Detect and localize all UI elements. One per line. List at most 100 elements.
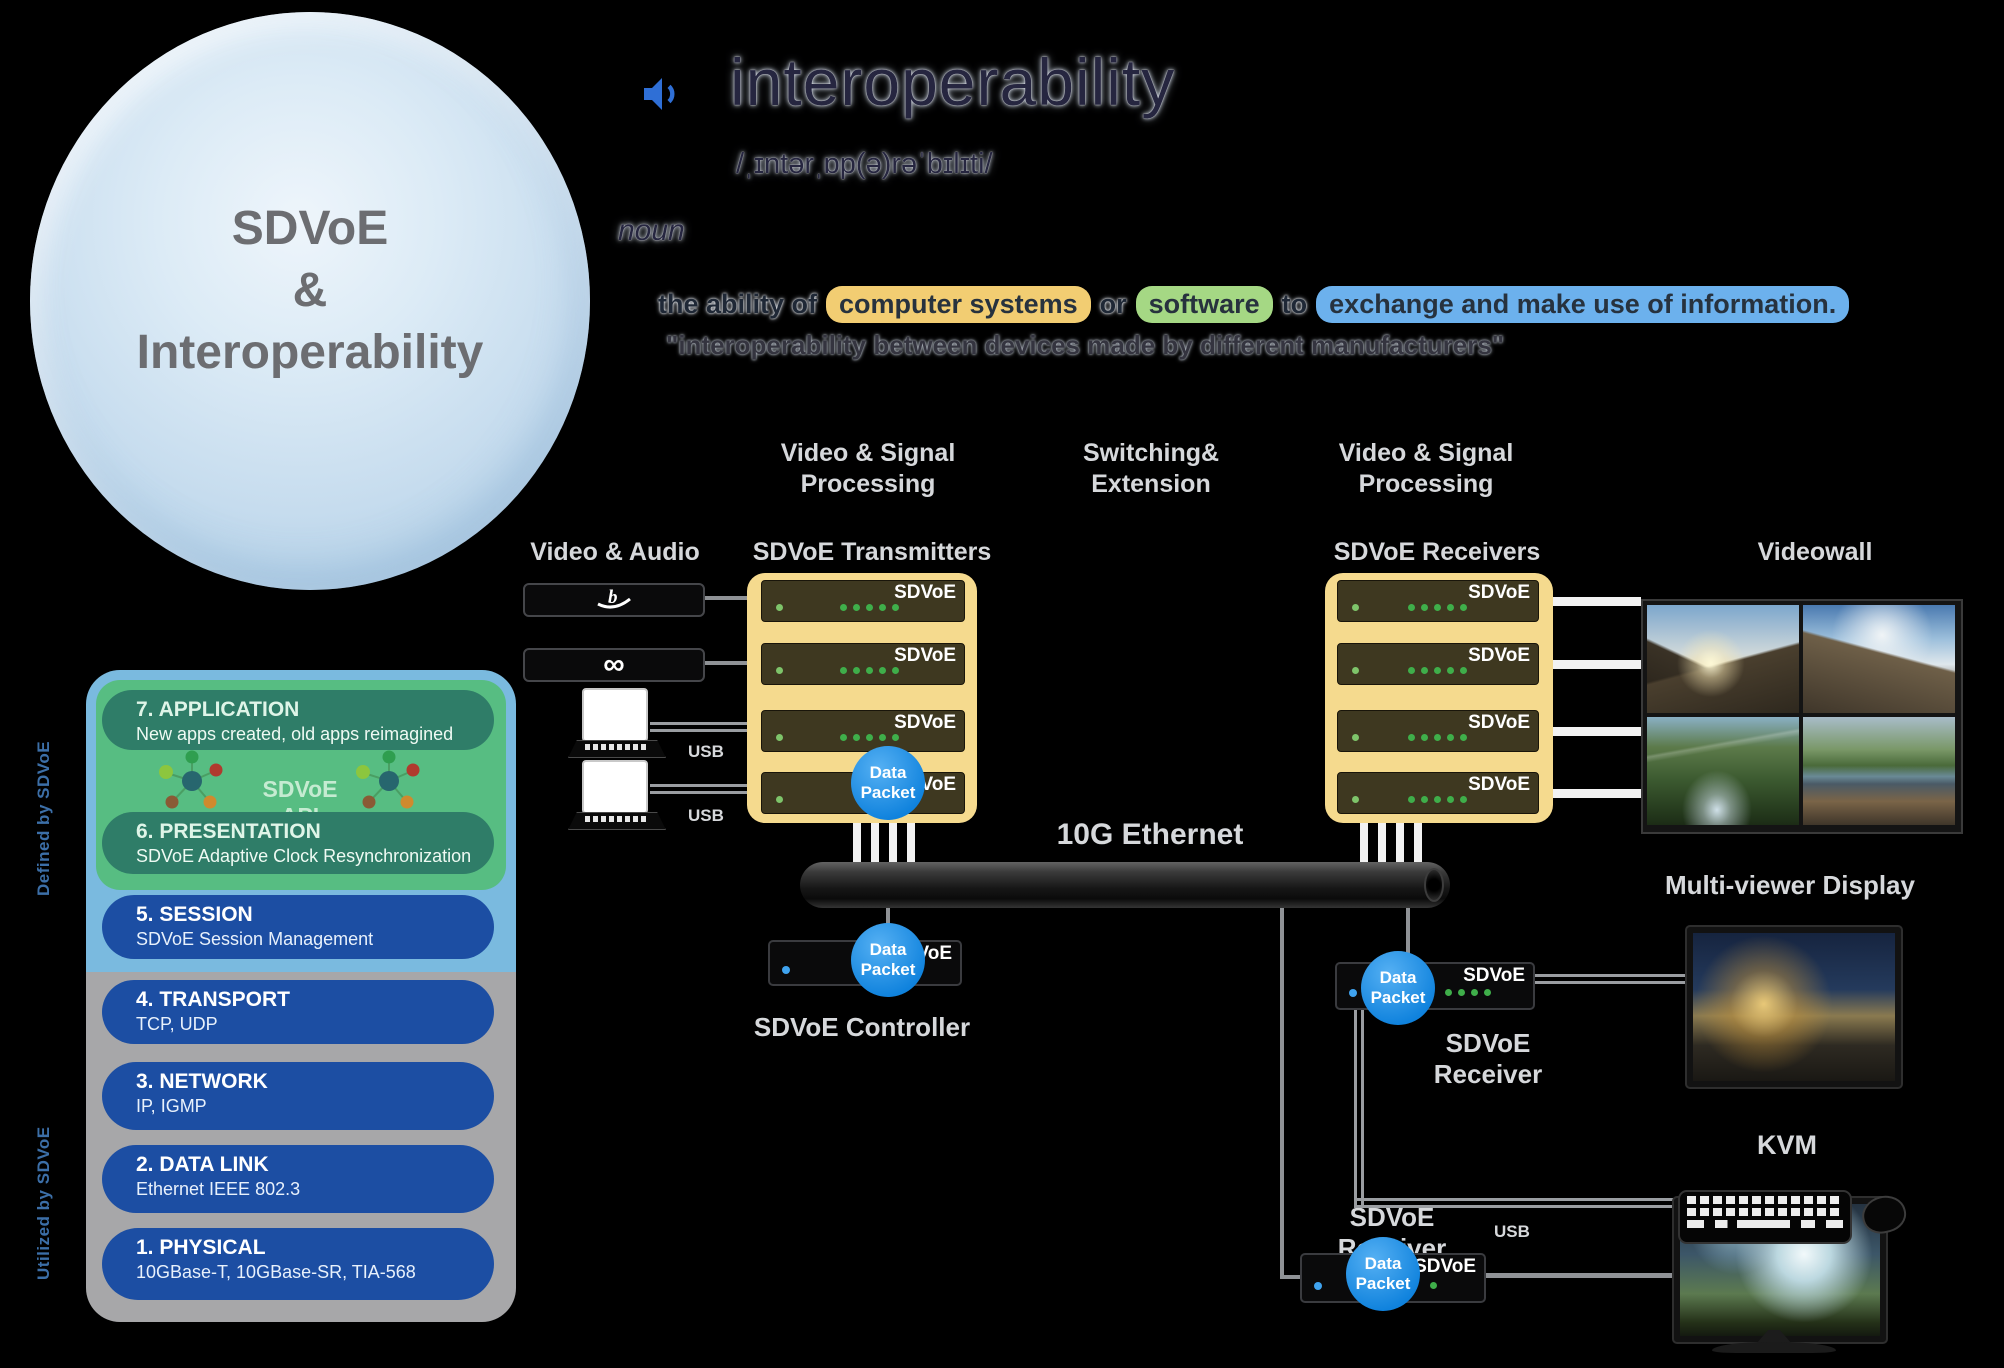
- definition-line: the ability of computer systems or softw…: [658, 286, 1850, 323]
- power-led: [1352, 734, 1359, 741]
- videowall-panel-2: [1803, 605, 1955, 713]
- status-leds: [1408, 734, 1467, 741]
- header-switching-extension: Switching& Extension: [1082, 439, 1220, 498]
- ethernet-label: 10G Ethernet: [1056, 818, 1244, 851]
- laptop-source-2: [568, 760, 666, 830]
- power-led: [776, 796, 783, 803]
- usb-cable-horizontal: [1354, 1198, 1682, 1208]
- kvm-keyboard: [1678, 1190, 1852, 1244]
- pipe-to-bottom-receiver-line: [1280, 906, 1284, 1279]
- status-leds: [840, 734, 899, 741]
- data-packet-receiver-mid: Data Packet: [1361, 951, 1435, 1025]
- definition-lead: the ability of: [658, 289, 818, 319]
- status-leds: [840, 667, 899, 674]
- data-packet-tx: Data Packet: [851, 746, 925, 820]
- videowall-display: [1641, 599, 1963, 834]
- data-packet-receiver-bottom: Data Packet: [1346, 1237, 1420, 1311]
- speaker-audio-icon[interactable]: [638, 70, 686, 123]
- svg-text:b: b: [608, 587, 618, 608]
- label-sdvoe-receivers: SDVoE Receivers: [1333, 538, 1541, 566]
- defined-by-sdvoe-label: Defined by SDVoE: [34, 740, 53, 896]
- ethernet-switch-pipe: [800, 862, 1450, 908]
- kvm-label: KVM: [1757, 1130, 1817, 1160]
- api-molecule-icon: [155, 748, 229, 825]
- power-led: [1314, 1282, 1322, 1290]
- osi-layer-6: 6. PRESENTATION SDVoE Adaptive Clock Res…: [102, 812, 494, 874]
- osi-layer-7-subtitle: New apps created, old apps reimagined: [136, 724, 454, 744]
- bubble-title: SDVoE & Interoperability: [30, 198, 590, 384]
- def-highlight-software: software: [1135, 286, 1273, 323]
- rx-uplink-cable: [1360, 820, 1368, 866]
- data-packet-controller: Data Packet: [851, 923, 925, 997]
- sdvoe-bubble: [30, 12, 590, 590]
- keyboard-spacebar-row: [1687, 1220, 1843, 1228]
- osi-layer-4-title: 4. TRANSPORT: [136, 988, 291, 1011]
- rx-uplink-cable: [1414, 820, 1422, 866]
- keyboard-row: [1687, 1208, 1843, 1216]
- rx-uplink-cable: [1378, 820, 1386, 866]
- bubble-line-1: SDVoE: [231, 202, 389, 255]
- definition-example: "interoperability between devices made b…: [666, 330, 1505, 360]
- header-video-signal-processing-left: Video & Signal Processing: [780, 439, 956, 498]
- tx-unit-3-brand: SDVoE: [894, 712, 956, 733]
- power-led: [782, 966, 790, 974]
- osi-layer-6-subtitle: SDVoE Adaptive Clock Resynchronization: [136, 846, 472, 866]
- osi-layer-1: 1. PHYSICAL 10GBase-T, 10GBase-SR, TIA-5…: [102, 1228, 494, 1300]
- rx-unit-2: SDVoE: [1337, 643, 1539, 685]
- usb-label-kvm: USB: [1494, 1222, 1530, 1241]
- dictionary-word: interoperability: [730, 45, 1176, 119]
- controller-label: SDVoE Controller: [753, 1012, 971, 1042]
- laptop-screen: [582, 688, 648, 742]
- multiviewer-screen: [1693, 933, 1895, 1081]
- usb-cable-vertical: [1354, 1010, 1364, 1206]
- tx-uplink-cable: [889, 820, 897, 866]
- bubble-line-3: Interoperability: [136, 326, 484, 379]
- receiver-mid-brand: SDVoE: [1463, 965, 1525, 986]
- status-leds: [840, 604, 899, 611]
- videowall-panel-3: [1647, 717, 1799, 825]
- receiver-mid-label: SDVoE Receiver: [1433, 1028, 1543, 1089]
- rx-unit-1-brand: SDVoE: [1468, 582, 1530, 603]
- osi-layer-5: 5. SESSION SDVoE Session Management: [102, 895, 494, 959]
- rx-unit-3-brand: SDVoE: [1468, 712, 1530, 733]
- osi-layer-3: 3. NETWORK IP, IGMP: [102, 1062, 494, 1130]
- status-leds: [1408, 667, 1467, 674]
- rx-to-wall-cable: [1540, 789, 1641, 798]
- receiver-bottom-brand: SDVoE: [1414, 1256, 1476, 1277]
- osi-layer-5-title: 5. SESSION: [136, 903, 253, 926]
- videowall-panel-4: [1803, 717, 1955, 825]
- power-led: [776, 604, 783, 611]
- bluray-logo-icon: b: [591, 585, 637, 616]
- utilized-by-sdvoe-label: Utilized by SDVoE: [34, 1126, 53, 1280]
- label-videowall: Videowall: [1757, 538, 1873, 566]
- videowall-panel-1: [1647, 605, 1799, 713]
- part-of-speech: noun: [618, 214, 685, 247]
- media-to-tx-cable: [698, 661, 750, 665]
- laptop2-to-tx-cable: [650, 784, 765, 794]
- tx-uplink-cable: [907, 820, 915, 866]
- pipe-to-receiver-line: [1406, 906, 1410, 964]
- definition-conj1: or: [1099, 289, 1127, 319]
- api-molecule-icon: [352, 748, 426, 825]
- osi-layer-2-title: 2. DATA LINK: [136, 1153, 269, 1176]
- laptop-keyboard: [568, 740, 666, 758]
- tx-unit-2: SDVoE: [761, 643, 965, 685]
- status-led: [1430, 1282, 1437, 1289]
- tx-uplink-cable: [853, 820, 861, 866]
- osi-layer-4-subtitle: TCP, UDP: [136, 1014, 218, 1034]
- status-leds: [1445, 989, 1491, 996]
- power-led: [1352, 667, 1359, 674]
- bubble-line-2: &: [292, 264, 328, 317]
- laptop-screen: [582, 760, 648, 814]
- osi-layer-3-title: 3. NETWORK: [136, 1070, 268, 1093]
- receiver-to-tv-cable: [1482, 1273, 1674, 1278]
- header-video-signal-processing-right: Video & Signal Processing: [1338, 439, 1514, 498]
- def-highlight-computer-systems: computer systems: [826, 286, 1091, 323]
- multiviewer-label: Multi-viewer Display: [1665, 870, 1915, 900]
- pronunciation: /ˌɪntərˌɒp(ə)rəˈbɪlɪti/: [736, 148, 993, 180]
- rx-unit-4: SDVoE: [1337, 772, 1539, 814]
- power-led: [1352, 796, 1359, 803]
- power-led: [776, 734, 783, 741]
- def-highlight-exchange: exchange and make use of information.: [1316, 286, 1850, 323]
